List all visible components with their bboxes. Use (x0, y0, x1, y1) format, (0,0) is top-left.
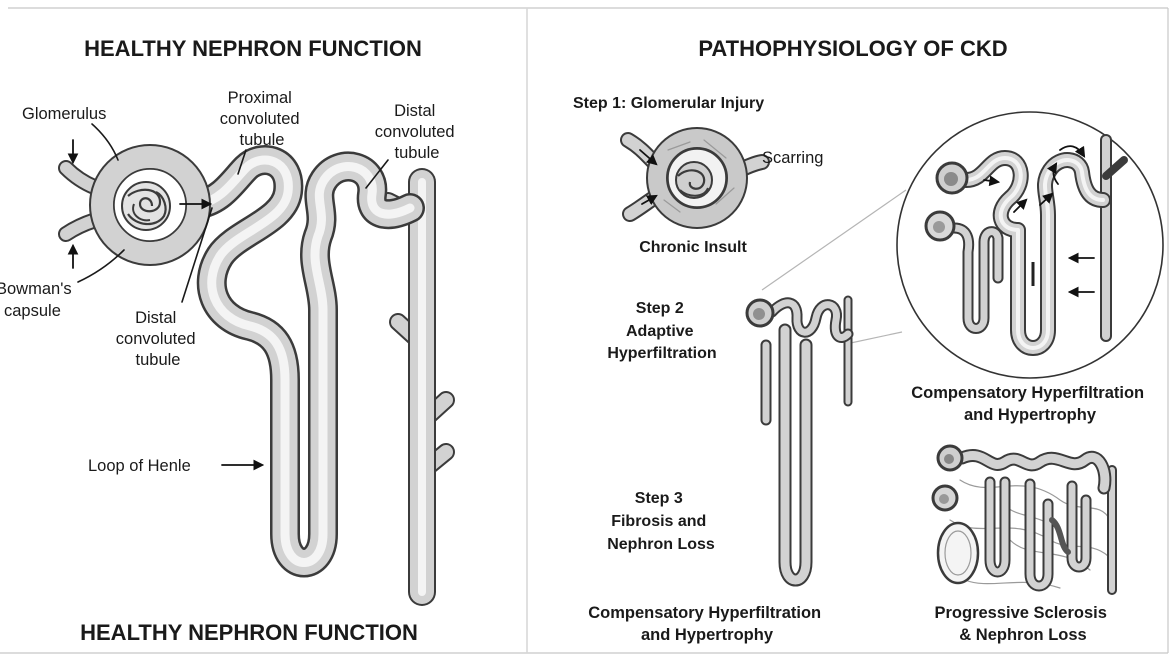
proximal-label: Proximal convoluted tubule (220, 89, 304, 149)
distal-lower-label: Distal convoluted tubule (116, 309, 200, 369)
collecting-duct (388, 182, 446, 592)
footer-caption-hyperfiltration: Compensatory Hyperfiltration and Hypertr… (588, 604, 825, 644)
step2-heading: Step 2 Adaptive Hyperfiltration (607, 300, 716, 362)
bowmans-capsule-label: Bowman's capsule (0, 280, 76, 320)
left-panel-title: HEALTHY NEPHRON FUNCTION (84, 36, 422, 61)
glomerulus-label: Glomerulus (22, 105, 106, 123)
glomerulus-leader (92, 124, 118, 160)
footer-caption-sclerosis: Progressive Sclerosis & Nephron Loss (934, 604, 1111, 644)
sclerosis-illustration (933, 446, 1112, 590)
glomerulus-tuft (122, 182, 170, 230)
injured-glomerulus-illustration (628, 138, 762, 218)
magnified-view (897, 112, 1163, 378)
healthy-nephron-illustration (66, 124, 446, 592)
right-panel-title: PATHOPHYSIOLOGY OF CKD (698, 36, 1007, 61)
distal-top-label: Distal convoluted tubule (375, 102, 459, 162)
step1-caption: Chronic Insult (639, 239, 747, 256)
adaptive-nephron-illustration (747, 300, 848, 580)
step3-heading: Step 3 Fibrosis and Nephron Loss (607, 490, 715, 553)
scarring-label: Scarring (762, 149, 823, 167)
magnified-caption: Compensatory Hyperfiltration and Hypertr… (911, 384, 1148, 424)
step1-heading: Step 1: Glomerular Injury (573, 95, 764, 112)
nephron-tubule (200, 160, 410, 563)
left-panel-footer-title: HEALTHY NEPHRON FUNCTION (80, 620, 418, 645)
loop-of-henle-label: Loop of Henle (88, 457, 191, 475)
